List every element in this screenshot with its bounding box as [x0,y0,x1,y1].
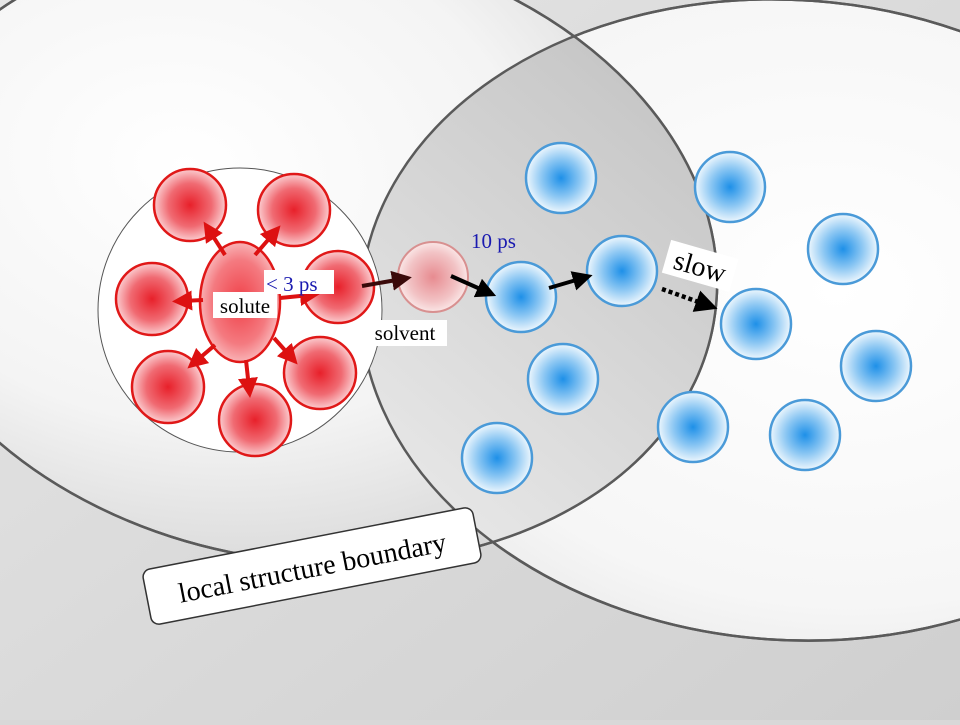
solvent-label-box [363,320,447,346]
bulk-solvent-molecules [460,141,913,495]
arrow [203,221,227,257]
slow-exchange-arrow [661,286,718,312]
solvent-label: solvent [375,321,436,345]
bulk-molecule [526,342,600,416]
fast-exchange-arrows [172,221,320,398]
exchange-arrow [548,271,593,291]
boundary-label-box [142,507,482,625]
bulk-molecule [460,421,534,495]
bulk-molecule [768,398,842,472]
bulk-molecule [656,390,730,464]
arrow [187,343,217,369]
mid-time-label: 10 ps [471,229,516,253]
bulk-molecule [806,212,880,286]
arrow [279,286,320,306]
shell-molecule [114,261,190,337]
fast-time-label-box [264,270,334,294]
arrow [272,336,298,365]
bulk-molecule [693,150,767,224]
exchange-arrow [450,274,497,298]
shell-molecule [130,349,206,425]
departure-arrow [361,270,412,291]
solute-label-box [213,292,277,318]
arrow [172,290,204,311]
solute-label: solute [220,294,270,318]
bulk-molecule [719,287,793,361]
bulk-molecule [484,260,558,334]
arrow [253,225,281,257]
bulk-molecule [524,141,598,215]
shell-molecule [152,167,228,243]
fast-time-label: < 3 ps [266,272,318,296]
shell-molecule [217,382,293,458]
bulk-molecule [585,234,659,308]
shell-molecule [256,172,332,248]
bulk-molecule [839,329,913,403]
shell-molecule [282,335,358,411]
slow-label-box [661,239,739,292]
shell-molecules [114,167,376,458]
arrow [237,359,258,398]
